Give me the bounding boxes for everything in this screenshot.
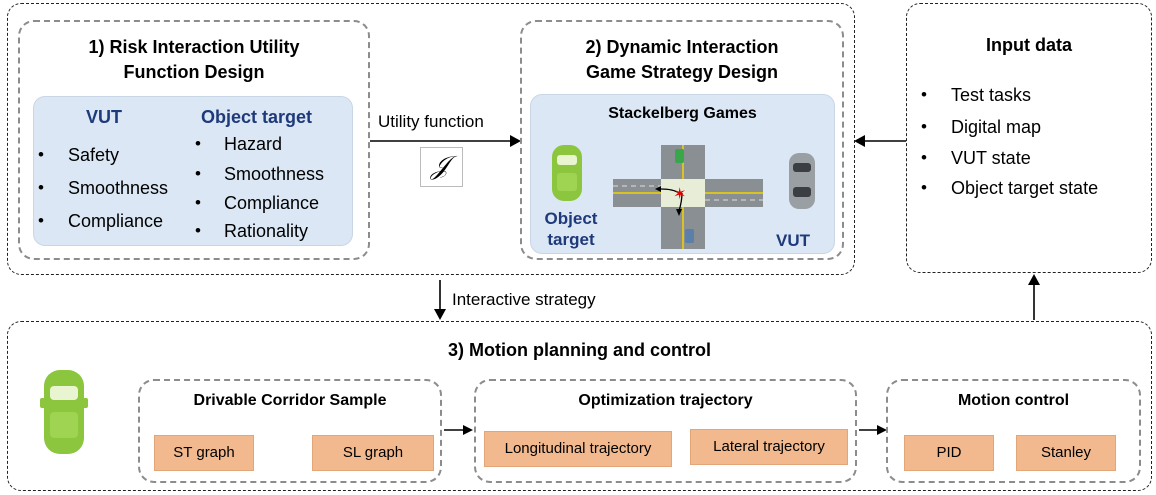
bullet-icon: • [195, 134, 201, 153]
input-data-title: Input data [986, 35, 1072, 55]
object-target-heading: Object target [201, 107, 313, 127]
object-item: Hazard [224, 134, 283, 154]
object-item: Smoothness [224, 164, 325, 184]
utility-arrow [370, 135, 521, 147]
ego-car-icon [40, 370, 88, 454]
optimization-to-control-arrow [859, 425, 887, 435]
motion-planning-module: 3) Motion planning and control [7, 321, 1152, 491]
utility-function-label: Utility function [378, 112, 484, 131]
vut-item: Safety [68, 145, 120, 165]
stanley-button: Stanley [1016, 435, 1116, 471]
bullet-icon: • [921, 178, 927, 197]
pid-button: PID [904, 435, 994, 471]
sl-graph-button: SL graph [312, 435, 434, 471]
st-graph-button: ST graph [154, 435, 254, 471]
svg-text:✶: ✶ [673, 184, 686, 203]
risk-utility-panel: VUT Object target • Safety • Smoothness … [33, 96, 353, 246]
bullet-icon: • [38, 178, 44, 197]
motion-to-input-arrow [1028, 274, 1040, 320]
bullet-icon: • [195, 164, 201, 183]
game-strategy-title-1: 2) Dynamic Interaction [585, 37, 779, 57]
risk-utility-title-1: 1) Risk Interaction Utility [88, 37, 300, 57]
object-item: Rationality [224, 221, 309, 241]
bullet-icon: • [921, 117, 927, 136]
motion-control-box: Motion control PID Stanley [886, 379, 1141, 483]
vut-car-icon [789, 153, 815, 209]
motion-control-title: Motion control [957, 392, 1070, 409]
input-item: Test tasks [951, 85, 1032, 105]
interactive-strategy-arrow [434, 280, 446, 320]
stackelberg-panel: Stackelberg Games Object target ✶ VUT [530, 94, 835, 254]
longitudinal-trajectory-button: Longitudinal trajectory [484, 431, 672, 467]
optimization-trajectory-title: Optimization trajectory [578, 392, 753, 409]
risk-utility-module: 1) Risk Interaction Utility Function Des… [18, 20, 370, 260]
vut-item: Compliance [68, 211, 164, 231]
input-item: Digital map [951, 117, 1042, 137]
game-strategy-title-2: Game Strategy Design [585, 62, 779, 82]
drivable-corridor-box: Drivable Corridor Sample ST graph SL gra… [138, 379, 442, 483]
intersection-icon: ✶ [613, 145, 763, 249]
vut-item: Smoothness [68, 178, 169, 198]
bullet-icon: • [921, 148, 927, 167]
game-module-container [7, 3, 855, 275]
object-item: Compliance [224, 193, 320, 213]
drivable-corridor-title: Drivable Corridor Sample [193, 392, 387, 409]
game-strategy-module: 2) Dynamic Interaction Game Strategy Des… [520, 20, 844, 260]
input-item: VUT state [951, 148, 1031, 168]
object-car-icon [552, 145, 582, 201]
input-to-game-arrow [854, 135, 906, 147]
object-target-label: Object target [544, 209, 598, 249]
bullet-icon: • [921, 85, 927, 104]
motion-planning-title: 3) Motion planning and control [448, 340, 711, 360]
input-data-module: Input data • Test tasks • Digital map • … [906, 3, 1152, 273]
interactive-strategy-label: Interactive strategy [452, 290, 596, 309]
risk-utility-title-2: Function Design [123, 62, 265, 82]
bullet-icon: • [195, 221, 201, 240]
input-item: Object target state [951, 178, 1099, 198]
vut-label: VUT [776, 231, 810, 250]
utility-symbol-box: 𝒥 [420, 147, 463, 187]
bullet-icon: • [195, 193, 201, 212]
stackelberg-title: Stackelberg Games [608, 105, 757, 122]
bullet-icon: • [38, 145, 44, 164]
lateral-trajectory-button: Lateral trajectory [690, 429, 848, 465]
utility-symbol: 𝒥 [431, 151, 449, 181]
optimization-trajectory-box: Optimization trajectory Longitudinal tra… [474, 379, 857, 483]
vut-heading: VUT [86, 107, 122, 127]
bullet-icon: • [38, 211, 44, 230]
corridor-to-optimization-arrow [444, 425, 473, 435]
